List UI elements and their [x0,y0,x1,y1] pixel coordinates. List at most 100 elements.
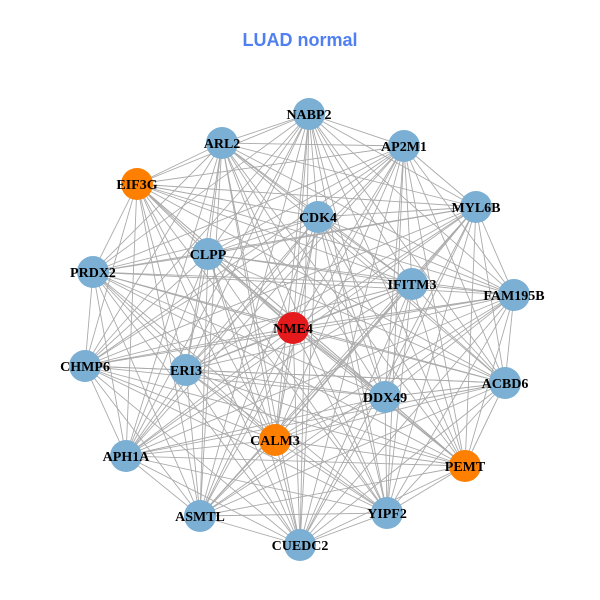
edge-AP2M1-IFITM3 [403,145,413,285]
edge-FAM195B-ASMTL [199,294,515,517]
node-circle[interactable] [369,381,401,413]
node-ddx49[interactable]: DDX49 [363,381,407,413]
node-circle[interactable] [110,440,142,472]
edge-APH1A-YIPF2 [125,455,388,514]
node-label: DDX49 [363,391,407,406]
node-cuedc2[interactable]: CUEDC2 [272,529,329,561]
node-ap2m1[interactable]: AP2M1 [381,130,427,162]
edge-IFITM3-CALM3 [274,283,413,441]
node-eif3g[interactable]: EIF3G [116,168,158,200]
edge-ASMTL-CUEDC2 [199,515,301,546]
edge-AP2M1-PEMT [403,145,466,467]
node-yipf2[interactable]: YIPF2 [367,497,407,529]
edge-CDK4-CLPP [207,216,319,255]
edge-NME4-ASMTL [199,327,294,517]
edge-EIF3G-ASMTL [136,183,201,517]
node-label: APH1A [103,450,151,465]
edge-FAM195B-CALM3 [274,294,515,441]
node-clpp[interactable]: CLPP [190,238,227,270]
node-circle[interactable] [69,350,101,382]
edge-NABP2-ERI3 [185,113,310,371]
edge-MYL6B-DDX49 [384,206,477,398]
node-chmp6[interactable]: CHMP6 [60,350,110,382]
node-label: CALM3 [250,434,300,449]
edge-EIF3G-IFITM3 [136,183,413,285]
edge-ARL2-CALM3 [221,142,276,441]
node-circle[interactable] [259,424,291,456]
node-circle[interactable] [277,312,309,344]
edge-PRDX2-ERI3 [92,271,187,371]
node-circle[interactable] [371,497,403,529]
edge-EIF3G-ACBD6 [136,183,506,384]
edge-CALM3-YIPF2 [274,439,388,514]
edge-NABP2-FAM195B [308,113,515,296]
edge-IFITM3-APH1A [125,283,413,457]
node-circle[interactable] [302,201,334,233]
node-circle[interactable] [192,238,224,270]
node-circle[interactable] [121,168,153,200]
node-circle[interactable] [184,500,216,532]
edge-DDX49-CUEDC2 [299,396,386,546]
edge-NABP2-CLPP [207,113,310,255]
edge-EIF3G-CHMP6 [84,183,138,367]
node-fam195b[interactable]: FAM195B [483,279,545,311]
node-circle[interactable] [170,354,202,386]
node-circle[interactable] [388,130,420,162]
node-label: ERI3 [170,364,202,379]
edge-ARL2-FAM195B [221,142,515,296]
edge-APH1A-PEMT [125,455,466,467]
edge-AP2M1-YIPF2 [386,145,405,514]
edge-CALM3-ASMTL [199,439,276,517]
edge-FAM195B-DDX49 [384,294,515,398]
edge-ERI3-ACBD6 [185,369,506,384]
node-nabp2[interactable]: NABP2 [286,98,332,130]
node-circle[interactable] [449,450,481,482]
edge-PRDX2-ASMTL [92,271,201,517]
node-prdx2[interactable]: PRDX2 [70,256,116,288]
edge-NABP2-PRDX2 [92,113,310,273]
node-nme4[interactable]: NME4 [273,312,313,344]
edge-EIF3G-CUEDC2 [136,183,301,546]
edge-AP2M1-EIF3G [136,145,405,185]
node-circle[interactable] [206,127,238,159]
node-arl2[interactable]: ARL2 [204,127,241,159]
edge-IFITM3-ASMTL [199,283,413,517]
edge-ARL2-PRDX2 [92,142,223,273]
edge-MYL6B-ACBD6 [475,206,506,384]
node-pemt[interactable]: PEMT [445,450,486,482]
chart-title: LUAD normal [242,30,358,50]
node-acbd6[interactable]: ACBD6 [482,367,529,399]
node-label: ACBD6 [482,377,529,392]
edge-MYL6B-ERI3 [185,206,477,371]
edge-NABP2-MYL6B [308,113,477,208]
node-circle[interactable] [293,98,325,130]
node-calm3[interactable]: CALM3 [250,424,300,456]
node-circle[interactable] [498,279,530,311]
edge-CDK4-NME4 [292,216,319,329]
edge-ERI3-CALM3 [185,369,276,441]
edge-IFITM3-CHMP6 [84,283,413,367]
edge-NABP2-ASMTL [199,113,310,517]
edge-PRDX2-APH1A [92,271,127,457]
node-circle[interactable] [489,367,521,399]
node-circle[interactable] [396,268,428,300]
node-myl6b[interactable]: MYL6B [452,191,501,223]
edge-AP2M1-ACBD6 [403,145,506,384]
node-asmtl[interactable]: ASMTL [175,500,225,532]
edge-AP2M1-CHMP6 [84,145,405,367]
node-ifitm3[interactable]: IFITM3 [388,268,437,300]
edge-CHMP6-ASMTL [84,365,201,517]
edge-FAM195B-ERI3 [185,294,515,371]
node-circle[interactable] [77,256,109,288]
edge-NABP2-YIPF2 [308,113,388,514]
node-aph1a[interactable]: APH1A [103,440,151,472]
node-circle[interactable] [284,529,316,561]
edge-CDK4-CUEDC2 [299,216,319,546]
edge-CDK4-CHMP6 [84,216,319,367]
edge-CLPP-NME4 [207,253,294,329]
node-eri3[interactable]: ERI3 [170,354,202,386]
edge-NME4-ACBD6 [292,327,506,384]
node-circle[interactable] [460,191,492,223]
node-cdk4[interactable]: CDK4 [299,201,337,233]
